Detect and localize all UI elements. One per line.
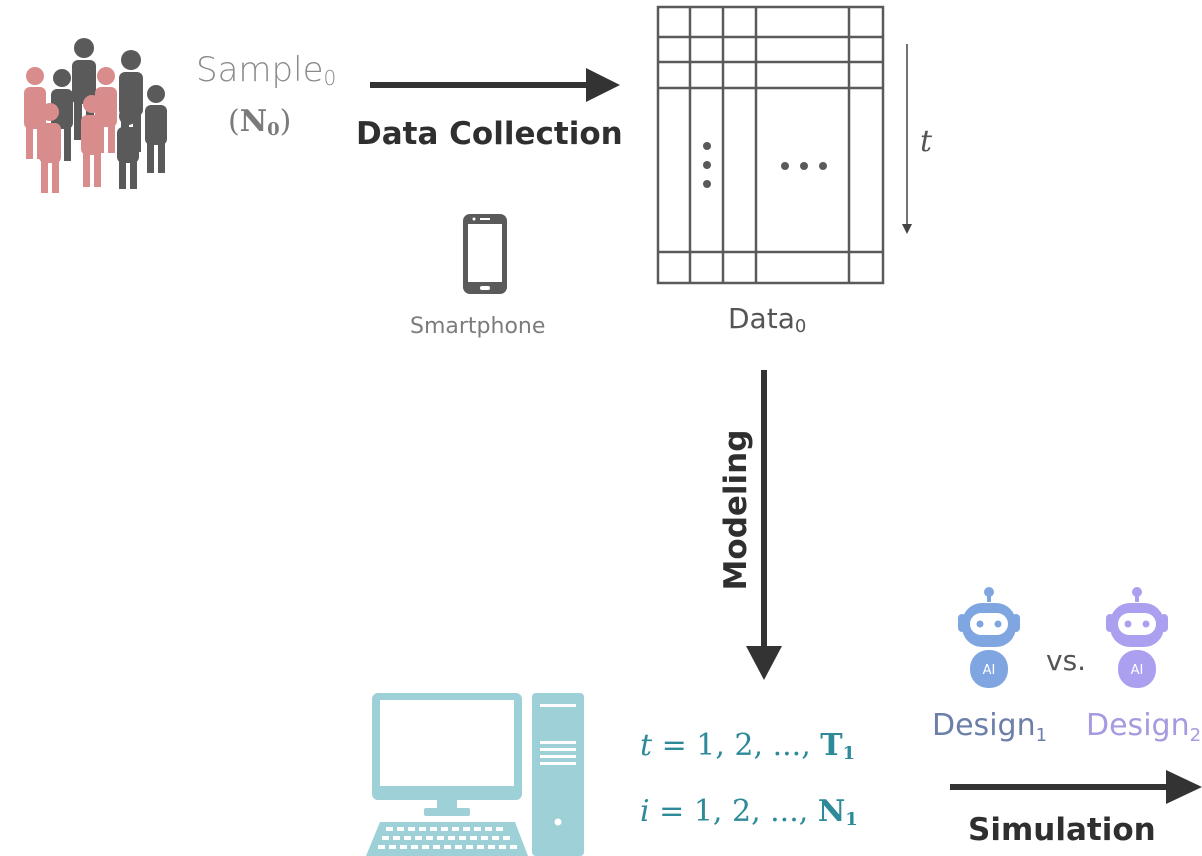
versus-label: vs. (1046, 644, 1087, 677)
people-group-icon (24, 38, 167, 193)
simulation-label: Simulation (968, 812, 1156, 848)
time-axis-arrow (902, 44, 912, 234)
sample-size-symbol: (N0) (228, 104, 292, 140)
formula-time-range: t = 1, 2, ..., T1 (640, 728, 856, 764)
robot-icon-design1 (958, 587, 1020, 688)
simulation-arrow (950, 770, 1202, 804)
formula-individual-range: i = 1, 2, ..., N1 (640, 794, 858, 830)
robot-icon-design2 (1106, 587, 1168, 688)
time-axis-label: t (920, 124, 933, 159)
modeling-label: Modeling (718, 429, 754, 591)
data-label: Data0 (728, 302, 807, 337)
data-table-grid (656, 5, 885, 285)
modeling-arrow (746, 370, 782, 680)
sample-label: Sample0 (196, 50, 337, 90)
smartphone-icon (463, 214, 507, 294)
design1-label: Design1 (932, 708, 1048, 746)
table-vertical-ellipsis (703, 142, 711, 188)
design2-label: Design2 (1086, 708, 1202, 746)
table-horizontal-ellipsis (781, 162, 827, 170)
smartphone-label: Smartphone (410, 314, 546, 339)
robot1-ai-badge: AI (983, 663, 996, 678)
computer-icon (366, 693, 584, 856)
robot2-ai-badge: AI (1131, 663, 1144, 678)
data-collection-arrow (370, 68, 620, 102)
data-collection-label: Data Collection (356, 116, 623, 152)
